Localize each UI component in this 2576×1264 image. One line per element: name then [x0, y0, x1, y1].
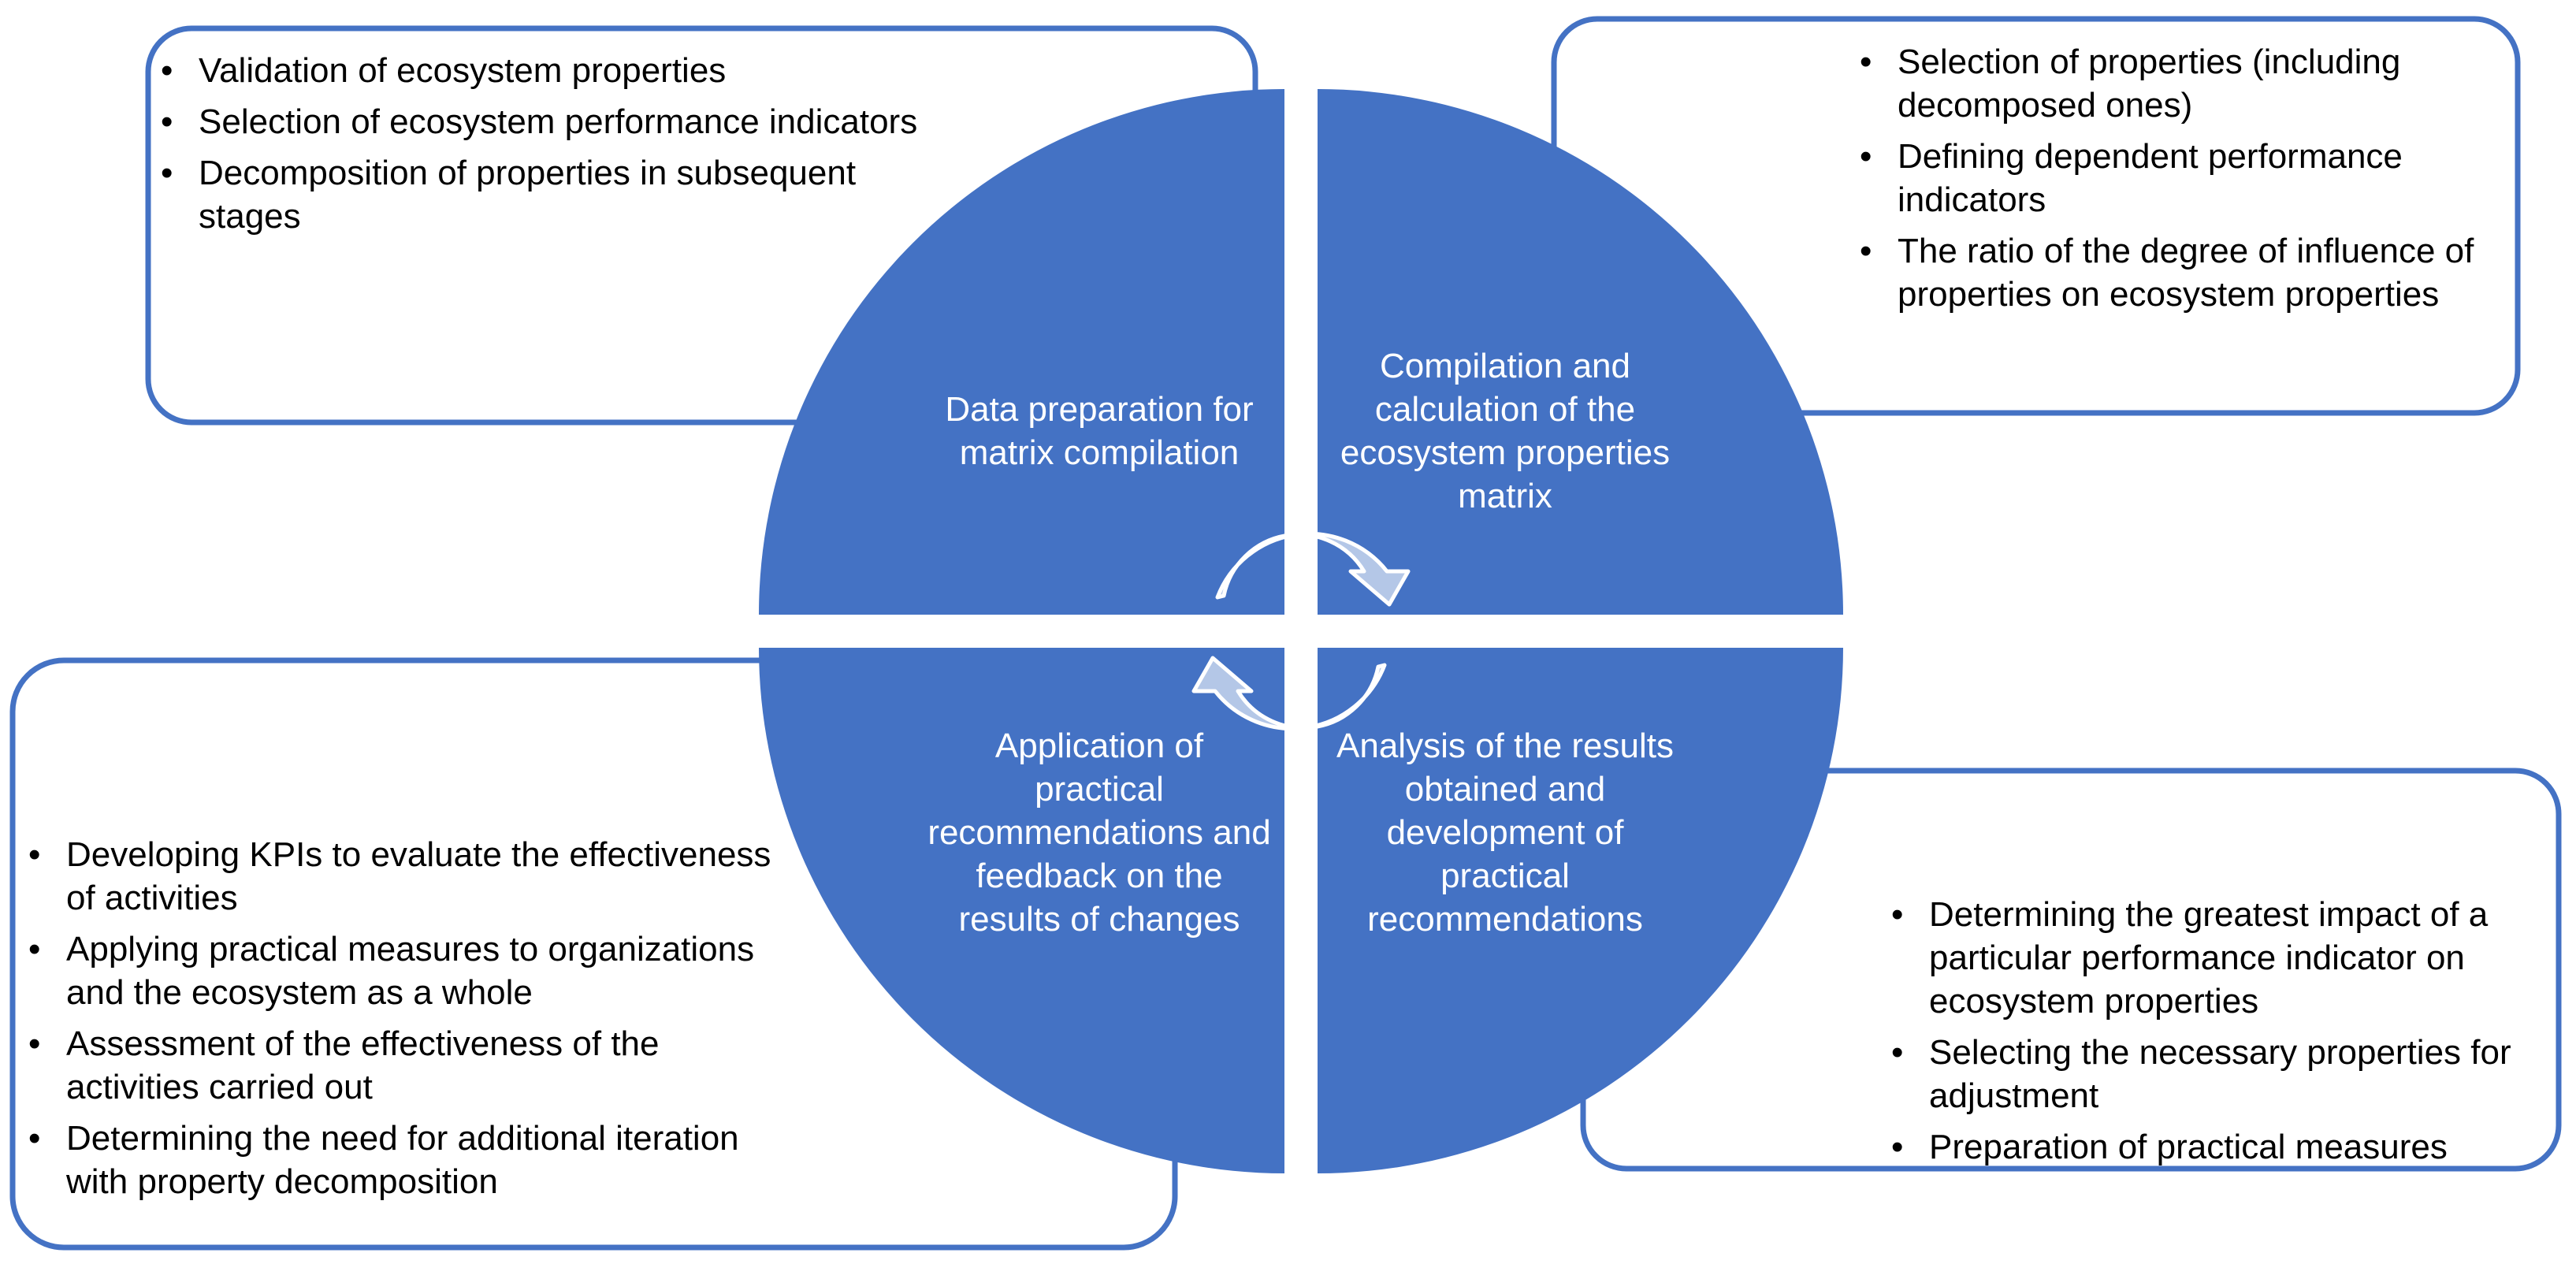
list-item: Assessment of the effectiveness of the a… [13, 1022, 801, 1109]
box-top-left-text: Validation of ecosystem properties Selec… [145, 49, 933, 246]
box-bottom-left-list: Developing KPIs to evaluate the effectiv… [13, 833, 801, 1203]
list-item: The ratio of the degree of influence of … [1844, 229, 2514, 316]
box-bottom-right-text: Determining the greatest impact of a par… [1875, 893, 2553, 1177]
quadrant-bottom-right [1318, 648, 1843, 1173]
list-item: Applying practical measures to organizat… [13, 928, 801, 1014]
box-top-left-list: Validation of ecosystem properties Selec… [145, 49, 933, 238]
quadrant-label-bottom-right: Analysis of the results obtained and dev… [1336, 727, 1674, 939]
circular-arrows-icon [1191, 531, 1411, 731]
list-item: Selecting the necessary properties for a… [1875, 1031, 2553, 1117]
list-item: Validation of ecosystem properties [145, 49, 933, 92]
box-top-right-list: Selection of properties (including decom… [1844, 40, 2514, 316]
list-item: Determining the greatest impact of a par… [1875, 893, 2553, 1023]
list-item: Developing KPIs to evaluate the effectiv… [13, 833, 801, 920]
list-item: Selection of ecosystem performance indic… [145, 100, 933, 143]
quadrant-label-top-left: Data preparation for matrix compilation [945, 390, 1254, 472]
list-item: Selection of properties (including decom… [1844, 40, 2514, 127]
quadrant-top-left [759, 89, 1284, 615]
quadrant-bottom-left [759, 648, 1284, 1173]
list-item: Preparation of practical measures [1875, 1125, 2553, 1169]
box-bottom-right-list: Determining the greatest impact of a par… [1875, 893, 2553, 1169]
quadrant-top-right [1318, 89, 1843, 615]
box-bottom-left-text: Developing KPIs to evaluate the effectiv… [13, 833, 801, 1211]
list-item: Determining the need for additional iter… [13, 1117, 801, 1203]
quadrant-label-bottom-left: Application of practical recommendations… [927, 727, 1271, 939]
list-item: Defining dependent performance indicator… [1844, 135, 2514, 221]
quadrant-label-top-right: Compilation and calculation of the ecosy… [1340, 347, 1671, 515]
box-top-right-text: Selection of properties (including decom… [1844, 40, 2514, 324]
list-item: Decomposition of properties in subsequen… [145, 151, 933, 238]
